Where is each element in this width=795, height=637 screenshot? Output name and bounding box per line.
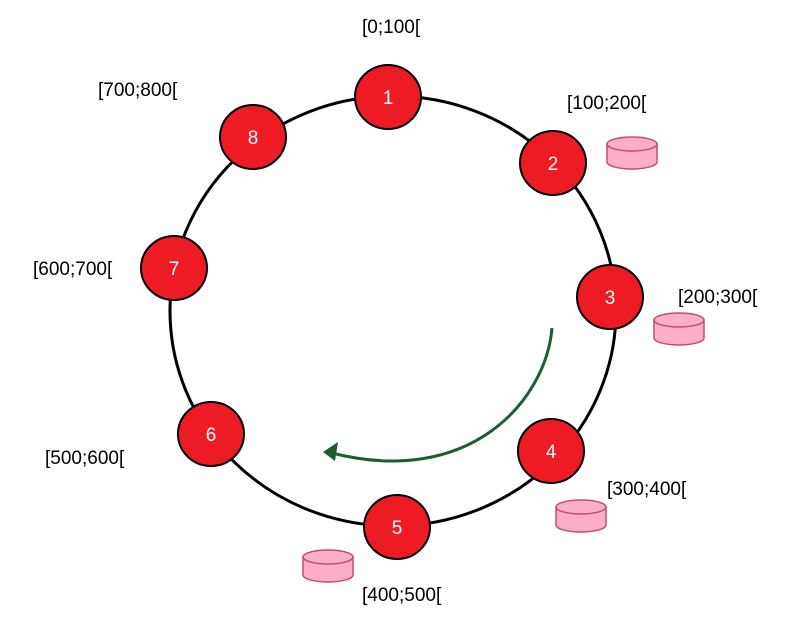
range-label-node-6: [500;600[ — [45, 448, 125, 469]
node-label: 8 — [248, 128, 259, 149]
range-label-node-7: [600;700[ — [33, 259, 113, 280]
curved-arrow-icon — [323, 327, 554, 463]
node-2: 2 — [519, 130, 587, 196]
node-label: 1 — [383, 88, 394, 109]
cylinder-icon — [302, 549, 354, 583]
range-label-node-3: [200;300[ — [678, 287, 758, 308]
node-label: 5 — [392, 518, 403, 539]
range-label-node-1: [0;100[ — [362, 17, 421, 38]
node-circle — [519, 130, 587, 196]
node-circle — [354, 64, 422, 130]
node-label: 6 — [206, 425, 217, 446]
cylinder-icon — [555, 499, 607, 533]
node-8: 8 — [219, 104, 287, 170]
node-7: 7 — [140, 235, 208, 301]
node-3: 3 — [576, 264, 644, 330]
node-circle — [363, 494, 431, 560]
node-1: 1 — [354, 64, 422, 130]
node-circle — [177, 401, 245, 467]
cylinder-icon — [653, 312, 705, 346]
cylinder-icon — [606, 136, 658, 170]
range-label-node-5: [400;500[ — [362, 585, 442, 606]
range-label-node-4: [300;400[ — [607, 479, 687, 500]
node-label: 4 — [546, 442, 557, 463]
range-label-node-2: [100;200[ — [567, 93, 647, 114]
node-circle — [140, 235, 208, 301]
node-circle — [517, 418, 585, 484]
node-label: 2 — [548, 154, 559, 175]
node-label: 7 — [169, 259, 180, 280]
range-label-node-8: [700;800[ — [98, 80, 178, 101]
node-circle — [219, 104, 287, 170]
node-4: 4 — [517, 418, 585, 484]
node-label: 3 — [605, 288, 616, 309]
node-5: 5 — [363, 494, 431, 560]
node-6: 6 — [177, 401, 245, 467]
node-circle — [576, 264, 644, 330]
